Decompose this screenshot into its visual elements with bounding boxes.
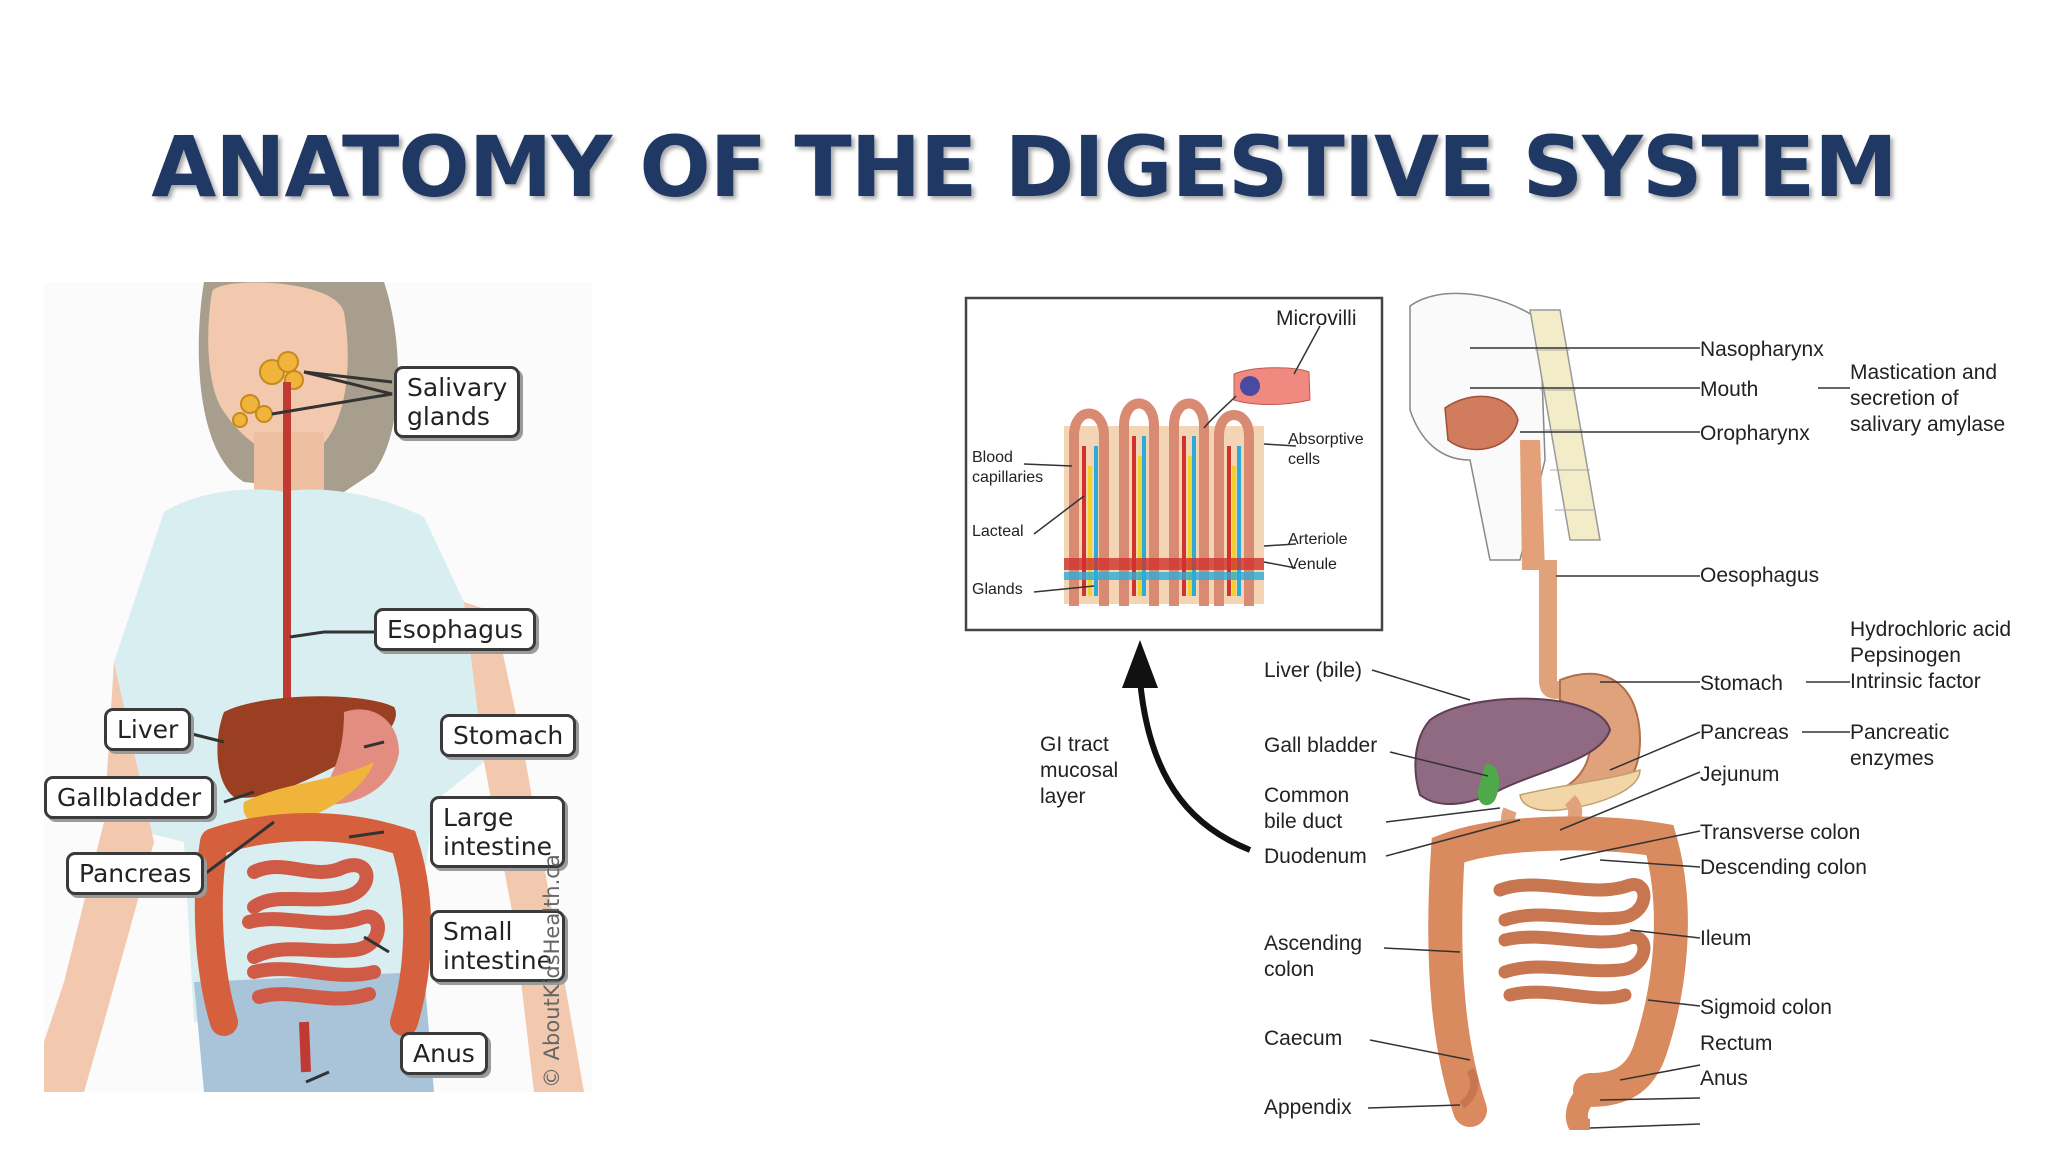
venule-label: Venule xyxy=(1288,556,1337,573)
stomach-secretions-note: Hydrochloric acid Pepsinogen Intrinsic f… xyxy=(1850,618,2012,693)
gi-tract-label: GI tract mucosal layer xyxy=(1040,733,1119,808)
duodenum-label: Duodenum xyxy=(1264,845,1367,868)
mouth-label: Mouth xyxy=(1700,378,1759,401)
ileum-label: Ileum xyxy=(1700,927,1752,950)
page-title: ANATOMY OF THE DIGESTIVE SYSTEM xyxy=(151,118,1898,216)
appendix-label: Appendix xyxy=(1264,1096,1352,1119)
gall-bladder-label: Gall bladder xyxy=(1264,734,1378,757)
pancreas-label-right: Pancreas xyxy=(1700,721,1789,744)
pancreas-label: Pancreas xyxy=(66,852,205,895)
anus-label: Anus xyxy=(400,1032,488,1075)
esophagus-label: Esophagus xyxy=(374,608,536,651)
pancreas-drawing xyxy=(243,762,374,828)
caecum-label: Caecum xyxy=(1264,1027,1343,1050)
common-bile-duct-label: Common bile duct xyxy=(1264,784,1350,833)
rectum-drawing xyxy=(299,1021,311,1073)
nasopharynx-label: Nasopharynx xyxy=(1700,338,1824,361)
pancreatic-enzymes-note: Pancreatic enzymes xyxy=(1850,721,1950,770)
villi-drawing xyxy=(1064,398,1264,606)
microvilli-label: Microvilli xyxy=(1276,307,1357,330)
large-intestine-drawing xyxy=(194,813,432,1036)
anus-label-right: Anus xyxy=(1700,1067,1748,1090)
sigmoid-colon-label: Sigmoid colon xyxy=(1700,996,1832,1019)
lacteal-label: Lacteal xyxy=(972,523,1024,540)
appendix-organ xyxy=(1459,1067,1479,1109)
liver-bile-label: Liver (bile) xyxy=(1264,659,1363,682)
salivary-glands-drawing xyxy=(232,351,304,428)
leader-lines xyxy=(1367,347,1850,1129)
rectum-organ xyxy=(1565,1082,1599,1130)
tongue-drawing xyxy=(1444,395,1519,451)
descending-colon-label: Descending colon xyxy=(1700,856,1867,879)
spine-drawing xyxy=(1529,309,1601,541)
glands-label: Glands xyxy=(972,581,1023,598)
rectum-label: Rectum xyxy=(1700,1032,1773,1055)
large-intestine-frame xyxy=(1428,816,1688,1127)
digestive-tract-drawing xyxy=(1367,292,1850,1130)
oropharynx-label: Oropharynx xyxy=(1700,422,1810,445)
blood-capillaries-label: Blood capillaries xyxy=(972,449,1044,486)
arteriole-label: Arteriole xyxy=(1288,531,1348,548)
pharynx-drawing xyxy=(1520,440,1545,570)
jejunum-label: Jejunum xyxy=(1700,763,1780,786)
ascending-colon-label: Ascending colon xyxy=(1264,932,1363,981)
oesophagus-tube xyxy=(1539,560,1561,699)
gi-tract-arrow xyxy=(1122,640,1252,853)
copyright-text: © AboutKidsHealth.ca xyxy=(540,854,564,1088)
callout-pointers xyxy=(183,370,393,1084)
transverse-colon-label: Transverse colon xyxy=(1700,821,1861,844)
pancreas-organ xyxy=(1519,768,1641,812)
liver-label: Liver xyxy=(104,708,192,751)
gallbladder-label: Gallbladder xyxy=(44,776,215,819)
stomach-label: Stomach xyxy=(440,714,577,757)
mastication-note: Mastication and secretion of salivary am… xyxy=(1850,361,2006,436)
oesophagus-label: Oesophagus xyxy=(1700,564,1820,587)
child-digestive-illustration: Salivary glands Esophagus Liver Stomach … xyxy=(44,282,592,1092)
microvilli-inset-drawing xyxy=(964,296,1384,632)
stomach-label-right: Stomach xyxy=(1700,672,1783,695)
small-intestine-label: Small intestine xyxy=(430,910,565,982)
large-intestine-label: Large intestine xyxy=(430,796,565,868)
small-intestine-drawing xyxy=(242,858,385,1006)
salivary-glands-label: Salivary glands xyxy=(394,366,521,438)
liver-organ xyxy=(1414,697,1612,806)
absorptive-cells-label: Absorptive cells xyxy=(1288,431,1364,468)
jeans xyxy=(194,972,434,1092)
small-intestine-organ xyxy=(1493,878,1651,1005)
